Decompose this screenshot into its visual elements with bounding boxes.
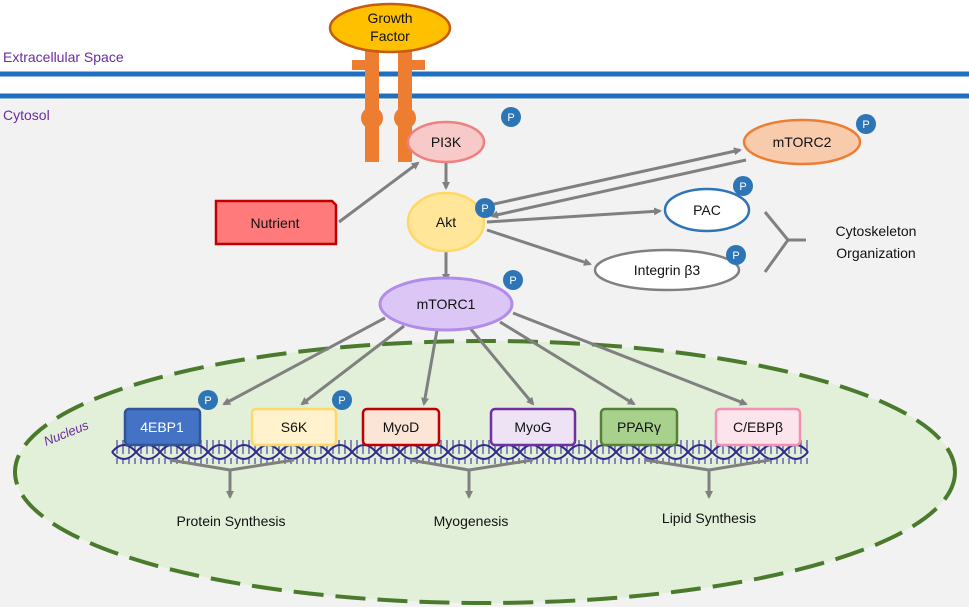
factor-pparg-label: PPARγ <box>617 419 661 435</box>
growth-factor-label-1: Growth <box>367 10 412 26</box>
phospho-pi3k: P <box>501 107 521 127</box>
phospho-akt: P <box>475 198 495 218</box>
factor-cebpb: C/EBPβ <box>714 407 802 447</box>
phospho-integrin: P <box>726 245 746 265</box>
receptor <box>352 50 425 162</box>
phospho-s6k-label: P <box>338 395 345 407</box>
mtorc1-node: mTORC1 <box>378 276 514 332</box>
cytosol-label: Cytosol <box>3 107 50 123</box>
cytoskeleton-label-2: Organization <box>836 245 915 261</box>
pi3k-label: PI3K <box>431 134 462 150</box>
factor-s6k-label: S6K <box>281 419 308 435</box>
phospho-mtorc2-label: P <box>862 119 869 131</box>
integrin-label: Integrin β3 <box>634 262 701 278</box>
factor-myog: MyoG <box>489 407 577 447</box>
phospho-pi3k-label: P <box>507 112 514 124</box>
nucleus <box>13 339 957 605</box>
arrows <box>222 147 748 406</box>
outcome-protein-synthesis: Protein Synthesis <box>177 513 286 529</box>
phospho-integrin-label: P <box>732 250 739 262</box>
nutrient-label: Nutrient <box>250 215 299 231</box>
phospho-mtorc2: P <box>856 114 876 134</box>
factor-myod: MyoD <box>361 407 441 447</box>
extracellular-label: Extracellular Space <box>3 49 124 65</box>
phospho-mtorc1: P <box>503 270 523 290</box>
mtorc1-label: mTORC1 <box>417 296 476 312</box>
factor-cebpb-label: C/EBPβ <box>733 419 783 435</box>
akt-label: Akt <box>436 214 456 230</box>
phospho-pac: P <box>733 176 753 196</box>
nutrient-node: Nutrient <box>214 199 338 246</box>
phospho-4ebp1-label: P <box>204 395 211 407</box>
outcome-myogenesis: Myogenesis <box>434 513 509 529</box>
factor-s6k: S6K <box>250 407 338 447</box>
factor-myod-label: MyoD <box>383 419 420 435</box>
phospho-mtorc1-label: P <box>509 275 516 287</box>
factor-4ebp1: 4EBP1 <box>123 407 202 447</box>
phospho-4ebp1: P <box>198 390 218 410</box>
factor-4ebp1-label: 4EBP1 <box>140 419 184 435</box>
phospho-akt-label: P <box>481 203 488 215</box>
factor-pparg: PPARγ <box>599 407 679 447</box>
cytoskeleton-convergence <box>763 211 806 273</box>
growth-factor-label-2: Factor <box>370 28 410 44</box>
mtorc2-node: mTORC2 <box>742 118 862 166</box>
pi3k-node: PI3K <box>406 120 486 164</box>
pac-node: PAC <box>663 187 751 233</box>
growth-factor: Growth Factor <box>328 2 452 54</box>
akt-node: Akt <box>406 191 486 253</box>
integrin-node: Integrin β3 <box>593 248 741 292</box>
phospho-s6k: P <box>332 390 352 410</box>
pac-label: PAC <box>693 202 721 218</box>
outcome-lipid-synthesis: Lipid Synthesis <box>662 510 756 526</box>
outcome-convergence <box>169 458 771 499</box>
cytoskeleton-label-1: Cytoskeleton <box>836 223 917 239</box>
factor-myog-label: MyoG <box>514 419 551 435</box>
mtorc2-label: mTORC2 <box>773 134 832 150</box>
phospho-pac-label: P <box>739 181 746 193</box>
dna-strand <box>111 440 809 464</box>
